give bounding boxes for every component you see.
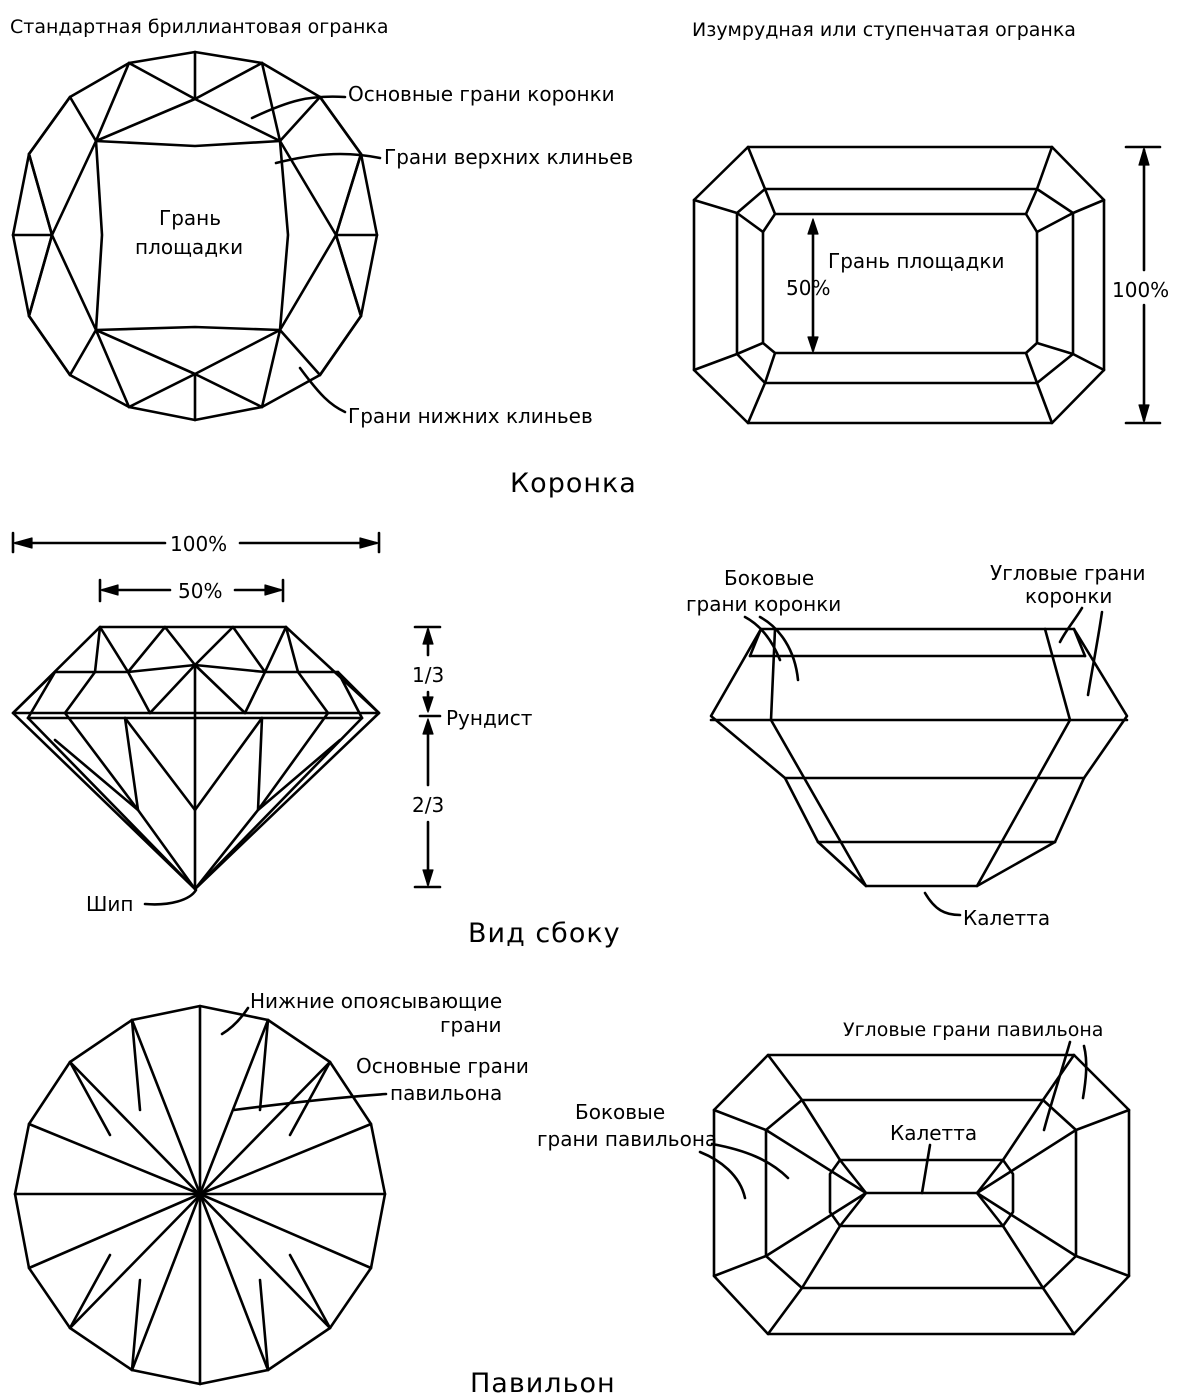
emerald-pavilion-view: Угловые грани павильона Боковые грани па… <box>537 1019 1131 1336</box>
lower-girdle-leader <box>220 1006 250 1036</box>
main-crown-facets-leader <box>250 95 347 120</box>
brilliant-crown-kite-lines <box>68 61 131 143</box>
main-pavilion-leader <box>232 1092 388 1112</box>
side-crown-leader-2 <box>758 615 800 682</box>
emerald-side-culet-leader <box>923 891 962 917</box>
pavilion-ratio-label: 2/3 <box>412 793 444 817</box>
emerald-side-view: Боковые грани коронки Угловые грани коро… <box>686 561 1146 930</box>
upper-wedge-facets-leader <box>274 152 382 165</box>
emerald-pavilion-culet-leader <box>920 1143 932 1195</box>
crown-ratio-label: 1/3 <box>412 663 444 687</box>
total-percent-label: 100% <box>1112 278 1169 302</box>
side-crown-facets-label-line1: Боковые <box>724 566 814 590</box>
side-pavilion-leader-2 <box>710 1142 790 1180</box>
emerald-side-culet-label: Калетта <box>963 906 1050 930</box>
main-pavilion-facets-label-line1: Основные грани <box>356 1054 529 1078</box>
emerald-pavilion-outline <box>712 1053 1131 1336</box>
table-facet-label-line1: Грань <box>159 206 221 230</box>
corner-pavilion-leader-1 <box>1042 1040 1072 1132</box>
lower-wedge-facets-label: Грани нижних клиньев <box>348 404 593 428</box>
side-crown-leader-1 <box>743 615 782 662</box>
side-table-percent-label: 50% <box>178 579 222 603</box>
culet-leader <box>143 888 198 906</box>
brilliant-cut-heading: Стандартная бриллиантовая огранка <box>10 16 389 38</box>
emerald-pavilion-culet-label: Калетта <box>890 1121 977 1145</box>
main-pavilion-facets-label-line2: павильона <box>390 1081 502 1105</box>
width-percent-label: 100% <box>170 532 227 556</box>
corner-crown-leader-2 <box>1086 610 1104 697</box>
corner-pavilion-leader-2 <box>1081 1044 1088 1100</box>
upper-wedge-facets-label: Грани верхних клиньев <box>384 145 633 169</box>
corner-pavilion-facets-label: Угловые грани павильона <box>843 1019 1103 1041</box>
pavilion-section-title: Павильон <box>470 1368 616 1397</box>
emerald-cut-heading: Изумрудная или ступенчатая огранка <box>692 19 1076 41</box>
brilliant-crown-top-view: Грань площадки Основные грани коронки Гр… <box>11 50 633 428</box>
brilliant-pavilion-view: Нижние опоясывающие грани Основные грани… <box>13 989 529 1386</box>
side-crown-facets-label-line2: грани коронки <box>686 592 841 616</box>
side-pavilion-facets-label-line2: грани павильона <box>537 1127 717 1151</box>
lower-wedge-facets-leader <box>298 366 347 414</box>
lower-girdle-facets-label-line1: Нижние опоясывающие <box>250 989 502 1013</box>
corner-crown-leader-1 <box>1058 606 1084 644</box>
brilliant-culet-label: Шип <box>86 892 133 916</box>
girdle-label: Рундист <box>446 706 533 730</box>
side-pavilion-leader-1 <box>698 1150 747 1200</box>
main-crown-facets-label: Основные грани коронки <box>348 82 615 106</box>
side-view-section-title: Вид сбоку <box>468 918 621 949</box>
table-percent-label: 50% <box>786 276 830 300</box>
side-pavilion-facets-label-line1: Боковые <box>575 1100 665 1124</box>
corner-crown-facets-label-line2: коронки <box>1025 584 1112 608</box>
emerald-table-facet-label: Грань площадки <box>828 249 1004 273</box>
table-facet-label-line2: площадки <box>135 235 243 259</box>
brilliant-side-view: 100% 50% <box>11 531 533 916</box>
corner-crown-facets-label-line1: Угловые грани <box>990 561 1146 585</box>
lower-girdle-facets-label-line2: грани <box>440 1013 502 1037</box>
emerald-crown-top-view: 50% Грань площадки 100% <box>692 145 1169 425</box>
crown-section-title: Коронка <box>510 468 637 499</box>
